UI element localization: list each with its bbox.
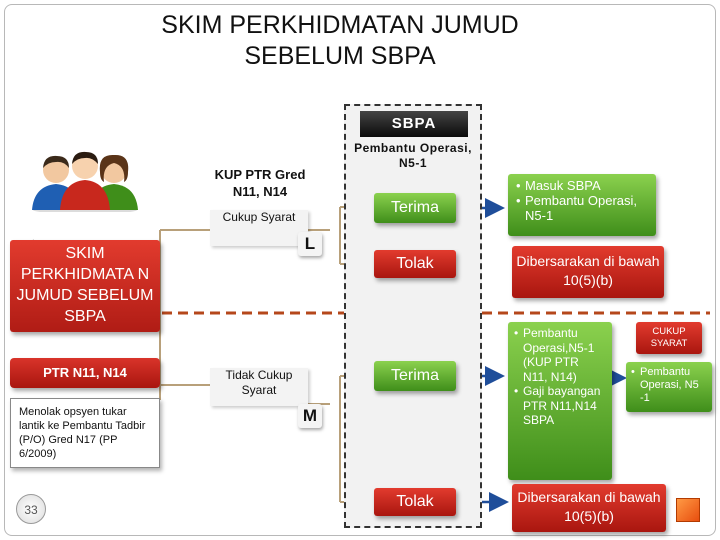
sbpa-subtitle: Pembantu Operasi, N5-1 xyxy=(354,141,472,170)
cukup-syarat-label: Cukup Syarat xyxy=(210,210,308,246)
slide-title: SKIM PERKHIDMATAN JUMUD SEBELUM SBPA xyxy=(90,10,590,72)
terima-box-2: Terima xyxy=(374,361,456,391)
orange-square-icon xyxy=(676,498,700,522)
terima-box-1: Terima xyxy=(374,193,456,223)
sbpa-column xyxy=(344,104,482,528)
cukup-syarat-badge: CUKUP SYARAT xyxy=(636,322,702,354)
dibersarakan-box-2: Dibersarakan di bawah 10(5)(b) xyxy=(512,484,666,532)
title-line-2: SEBELUM SBPA xyxy=(244,42,436,70)
tidak-cukup-syarat-label: Tidak Cukup Syarat xyxy=(210,368,308,406)
list-item: Gaji bayangan PTR N11,N14 SBPA xyxy=(514,384,606,428)
ptr-label: PTR N11, N14 xyxy=(10,358,160,388)
letter-m-badge: M xyxy=(298,404,322,428)
sbpa-header: SBPA xyxy=(360,111,468,137)
skim-label: SKIM PERKHIDMATA N JUMUD SEBELUM SBPA xyxy=(10,240,160,332)
page-number: 33 xyxy=(16,494,46,524)
masuk-item: Masuk SBPA xyxy=(516,178,648,193)
note-box: Menolak opsyen tukar lantik ke Pembantu … xyxy=(10,398,160,468)
dibersarakan-box-1: Dibersarakan di bawah 10(5)(b) xyxy=(512,246,664,298)
slide-frame xyxy=(4,4,716,536)
kup-label: KUP PTR Gred N11, N14 xyxy=(214,167,306,199)
pembantu-item: Pembantu Operasi, N5 -1 xyxy=(631,366,707,405)
pembantu-list-box: Pembantu Operasi,N5-1 (KUP PTR N11, N14)… xyxy=(508,322,612,480)
title-line-1: SKIM PERKHIDMATAN JUMUD xyxy=(161,11,519,39)
masuk-item: Pembantu Operasi, N5-1 xyxy=(516,193,648,223)
tolak-box-1: Tolak xyxy=(374,250,456,278)
people-icon xyxy=(32,151,138,212)
list-item: Pembantu Operasi,N5-1 (KUP PTR N11, N14) xyxy=(514,326,606,384)
letter-l-badge: L xyxy=(298,232,322,256)
pembantu-box: Pembantu Operasi, N5 -1 xyxy=(626,362,712,412)
masuk-sbpa-box: Masuk SBPA Pembantu Operasi, N5-1 xyxy=(508,174,656,236)
tolak-box-2: Tolak xyxy=(374,488,456,516)
